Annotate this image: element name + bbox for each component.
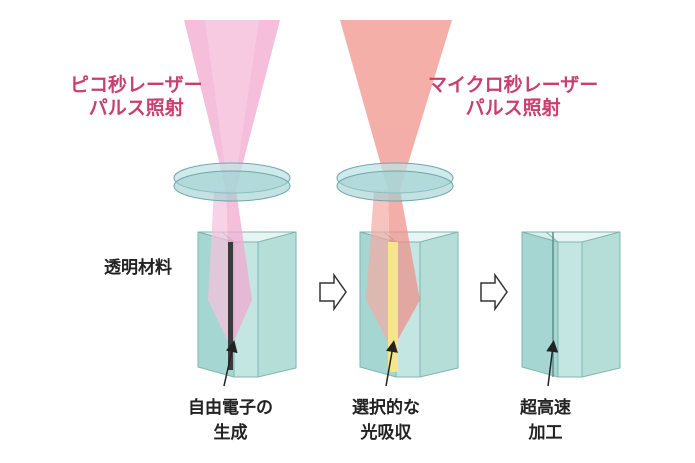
pointer-arrow-icon (385, 340, 398, 387)
absorption-channel (388, 242, 398, 372)
pico-laser-label: ピコ秒レーザー パルス照射 (70, 74, 203, 120)
step3-line1: 超高速 (520, 398, 571, 418)
micro-label-line1: マイクロ秒レーザー (428, 74, 599, 96)
micro-laser-label: マイクロ秒レーザー パルス照射 (428, 74, 598, 120)
pico-label-line2: パルス照射 (88, 97, 184, 119)
micro-label-line2: パルス照射 (465, 97, 561, 119)
step1-line1: 自由電子の (188, 398, 273, 418)
process-arrow-icon (319, 272, 347, 312)
panel-microsecond (336, 20, 459, 387)
step3-line2: 加工 (528, 423, 563, 443)
step3-caption: 超高速 加工 (520, 396, 571, 446)
step2-caption: 選択的な 光吸収 (352, 396, 420, 446)
electron-channel (228, 242, 233, 370)
step2-line2: 光吸収 (360, 423, 412, 443)
process-arrow-icon (480, 272, 508, 312)
pico-label-line1: ピコ秒レーザー (70, 74, 203, 96)
panel-picosecond (173, 20, 297, 387)
material-label: 透明材料 (104, 258, 172, 278)
pointer-arrow-icon (223, 340, 238, 387)
pointer-arrow-icon (546, 340, 559, 387)
lens-icon (336, 162, 454, 202)
step1-line2: 生成 (213, 423, 248, 443)
step2-line1: 選択的な (352, 398, 420, 418)
panel-processed (521, 231, 621, 387)
lens-icon (173, 162, 291, 202)
step1-caption: 自由電子の 生成 (188, 396, 273, 446)
